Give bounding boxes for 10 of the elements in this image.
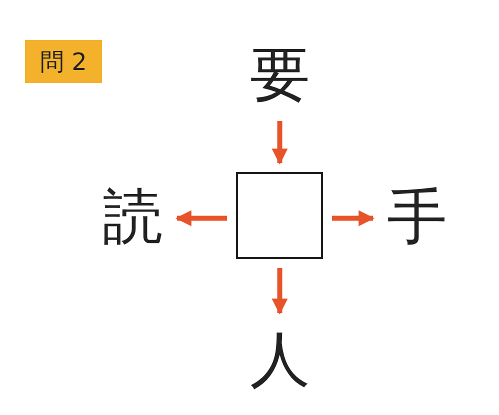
kanji-character: 手 — [382, 180, 452, 254]
arrow — [332, 210, 375, 226]
kanji-character: 要 — [245, 38, 315, 112]
question-badge: 問 2 — [25, 40, 102, 83]
kanji-character: 人 — [245, 322, 315, 398]
arrow — [272, 121, 288, 165]
kanji-character: 読 — [98, 180, 168, 254]
arrow — [272, 268, 288, 315]
answer-box — [236, 172, 323, 259]
arrow — [175, 210, 227, 226]
